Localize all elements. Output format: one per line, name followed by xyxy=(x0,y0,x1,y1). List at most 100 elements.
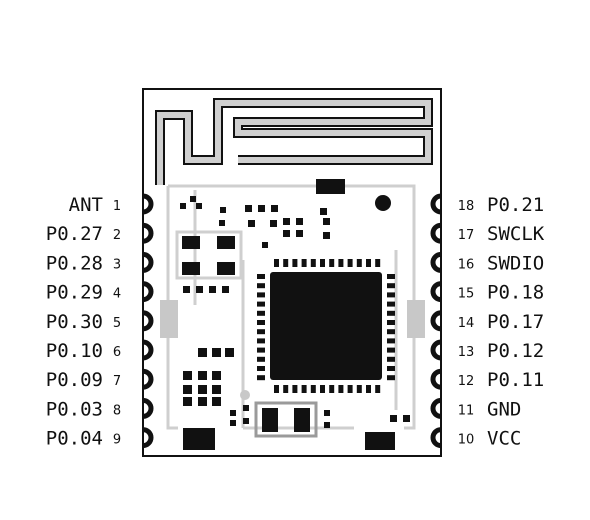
crystal-pad xyxy=(217,236,235,249)
left-castellated-pads xyxy=(142,193,154,449)
pin-number-label: 7 xyxy=(113,374,121,389)
ic-pin xyxy=(387,366,395,371)
ic-pin xyxy=(257,366,265,371)
pin-name-label: P0.29 xyxy=(46,282,103,304)
pin-number-label: 8 xyxy=(113,403,121,418)
castellated-pad xyxy=(430,193,442,215)
ic-pin xyxy=(356,259,362,267)
ic-pins xyxy=(257,259,395,393)
ic-pin xyxy=(257,356,265,362)
pin-name-label: P0.28 xyxy=(46,252,103,274)
ic-body xyxy=(270,272,382,380)
castellated-pad xyxy=(430,339,442,361)
ic-pin xyxy=(283,385,289,393)
ic-pin xyxy=(257,320,265,325)
castellated-pad xyxy=(142,339,154,361)
pin-name-label: P0.04 xyxy=(46,428,103,450)
bottom-component-right xyxy=(365,432,395,450)
ic-pin xyxy=(338,259,344,267)
ic-pin xyxy=(257,283,265,289)
pin-name-label: P0.09 xyxy=(46,369,103,391)
ic-pin xyxy=(257,347,265,353)
pin-number-label: 1 xyxy=(113,199,121,214)
pin-number-label: 3 xyxy=(113,257,121,272)
pin-number-label: 13 xyxy=(458,345,475,360)
ic-pin xyxy=(387,320,395,325)
fiducial xyxy=(375,195,391,211)
ic-pin xyxy=(387,329,395,335)
pin-name-label: P0.03 xyxy=(46,398,103,420)
ic-pin xyxy=(387,283,395,289)
ic-pin xyxy=(257,274,265,279)
bottom-component-left xyxy=(183,428,215,450)
inductor-pad xyxy=(294,408,310,432)
ic-pin xyxy=(356,385,362,393)
castellated-pad xyxy=(142,310,154,332)
ic-pin xyxy=(257,310,265,316)
castellated-pad xyxy=(430,368,442,390)
ic-pin xyxy=(283,259,289,267)
ic-pin xyxy=(387,301,395,307)
pin-name-label: P0.30 xyxy=(46,311,103,333)
crystal-pad xyxy=(217,262,235,275)
ic-pin xyxy=(366,259,371,267)
pin-number-label: 2 xyxy=(113,228,121,243)
pin-number-label: 15 xyxy=(458,287,475,302)
ic-pin xyxy=(310,259,316,267)
ic-pin xyxy=(347,385,353,393)
castellated-pad xyxy=(142,397,154,419)
ic-pin xyxy=(257,301,265,307)
pin-name-label: P0.21 xyxy=(487,194,544,216)
ic-pin xyxy=(257,292,265,298)
pin-number-label: 6 xyxy=(113,345,121,360)
pin-name-label: P0.17 xyxy=(487,311,544,333)
castellated-pad xyxy=(430,222,442,244)
ic-pin xyxy=(301,259,307,267)
ic-pin xyxy=(366,385,371,393)
pin-name-label: SWDIO xyxy=(487,252,544,274)
castellated-pad xyxy=(430,251,442,273)
pin-name-label: GND xyxy=(487,398,521,420)
ic-pin xyxy=(329,259,335,267)
pin-name-label: P0.11 xyxy=(487,369,544,391)
pin-number-label: 4 xyxy=(113,287,121,302)
inductor-outline xyxy=(254,401,318,438)
inductor-pad xyxy=(262,408,278,432)
pin-number-label: 17 xyxy=(458,228,475,243)
pin-name-label: VCC xyxy=(487,428,521,450)
castellated-pad xyxy=(430,310,442,332)
passives-top xyxy=(180,196,330,248)
ic-pin xyxy=(387,292,395,298)
castellated-pad xyxy=(142,251,154,273)
ic-pin xyxy=(257,375,265,381)
ic-pin xyxy=(387,375,395,381)
ic-chip xyxy=(257,259,395,393)
pin-number-label: 18 xyxy=(458,199,475,214)
castellated-pad xyxy=(142,222,154,244)
ic-pin xyxy=(387,356,395,362)
castellated-pad xyxy=(430,427,442,449)
ic-pin xyxy=(347,259,353,267)
pin-number-label: 10 xyxy=(458,433,475,448)
gray-fiducial xyxy=(240,390,250,400)
pin-number-label: 9 xyxy=(113,433,121,448)
crystal-pad xyxy=(182,262,200,275)
pin-number-label: 12 xyxy=(458,374,475,389)
castellated-pad xyxy=(430,281,442,303)
castellated-pad xyxy=(142,193,154,215)
ic-pin xyxy=(257,329,265,335)
ic-pin xyxy=(375,385,381,393)
shield-trace xyxy=(166,184,416,430)
ic-pin xyxy=(257,338,265,344)
ic-pin xyxy=(292,385,298,393)
pin-number-label: 5 xyxy=(113,316,121,331)
pin-number-label: 11 xyxy=(458,403,475,418)
ic-pin xyxy=(387,347,395,353)
antenna-trace-inner xyxy=(157,100,431,185)
top-component xyxy=(316,179,345,194)
crystal-outline xyxy=(175,230,243,280)
ic-pin xyxy=(320,385,325,393)
